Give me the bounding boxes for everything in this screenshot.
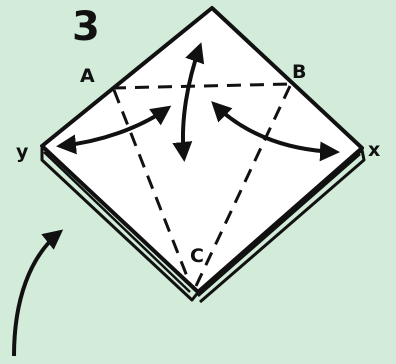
point-label-a: A [80, 65, 95, 87]
point-label-y: y [16, 141, 29, 163]
step-number: 3 [72, 4, 100, 50]
point-label-x: x [368, 139, 380, 161]
point-label-c: C [190, 245, 204, 267]
arrow-pointer-bottom-left [14, 232, 60, 356]
point-label-b: B [292, 61, 306, 83]
